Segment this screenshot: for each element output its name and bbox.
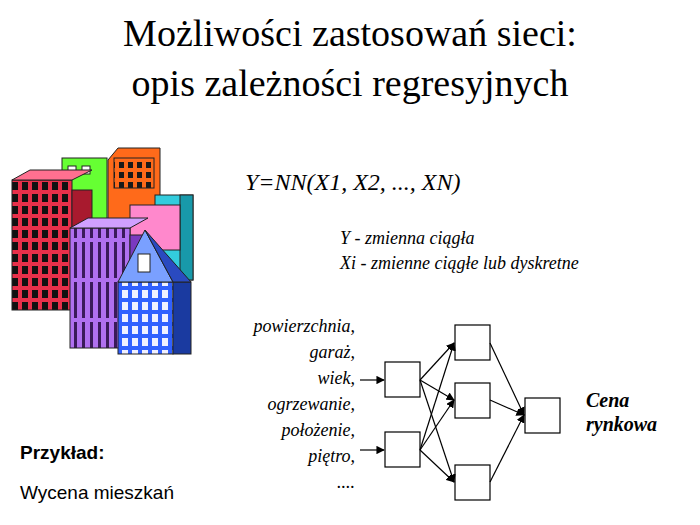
output-label: Cena rynkowa	[586, 388, 686, 436]
formula: Y=NN(X1, X2, ..., XN)	[245, 168, 461, 197]
buildings-clipart	[12, 148, 193, 354]
input-label: wiek,	[318, 368, 356, 390]
input-label: ogrzewanie,	[268, 394, 356, 416]
input-label: położenie,	[282, 420, 356, 442]
network-arrows	[360, 343, 524, 482]
variable-note: Y - zmienna ciągła	[340, 228, 475, 250]
input-label: powierzchnia,	[254, 316, 356, 338]
variable-note: Xi - zmienne ciągłe lub dyskretne	[340, 253, 579, 275]
input-label: piętro,	[308, 446, 355, 468]
example-text: Wycena mieszkań	[20, 482, 174, 505]
neural-network	[385, 325, 560, 500]
input-label: garaż,	[309, 342, 355, 364]
input-label: ....	[337, 472, 355, 494]
slide-title: Możliwości zastosowań sieci: opis zależn…	[90, 8, 610, 108]
example-heading: Przykład:	[20, 442, 104, 465]
